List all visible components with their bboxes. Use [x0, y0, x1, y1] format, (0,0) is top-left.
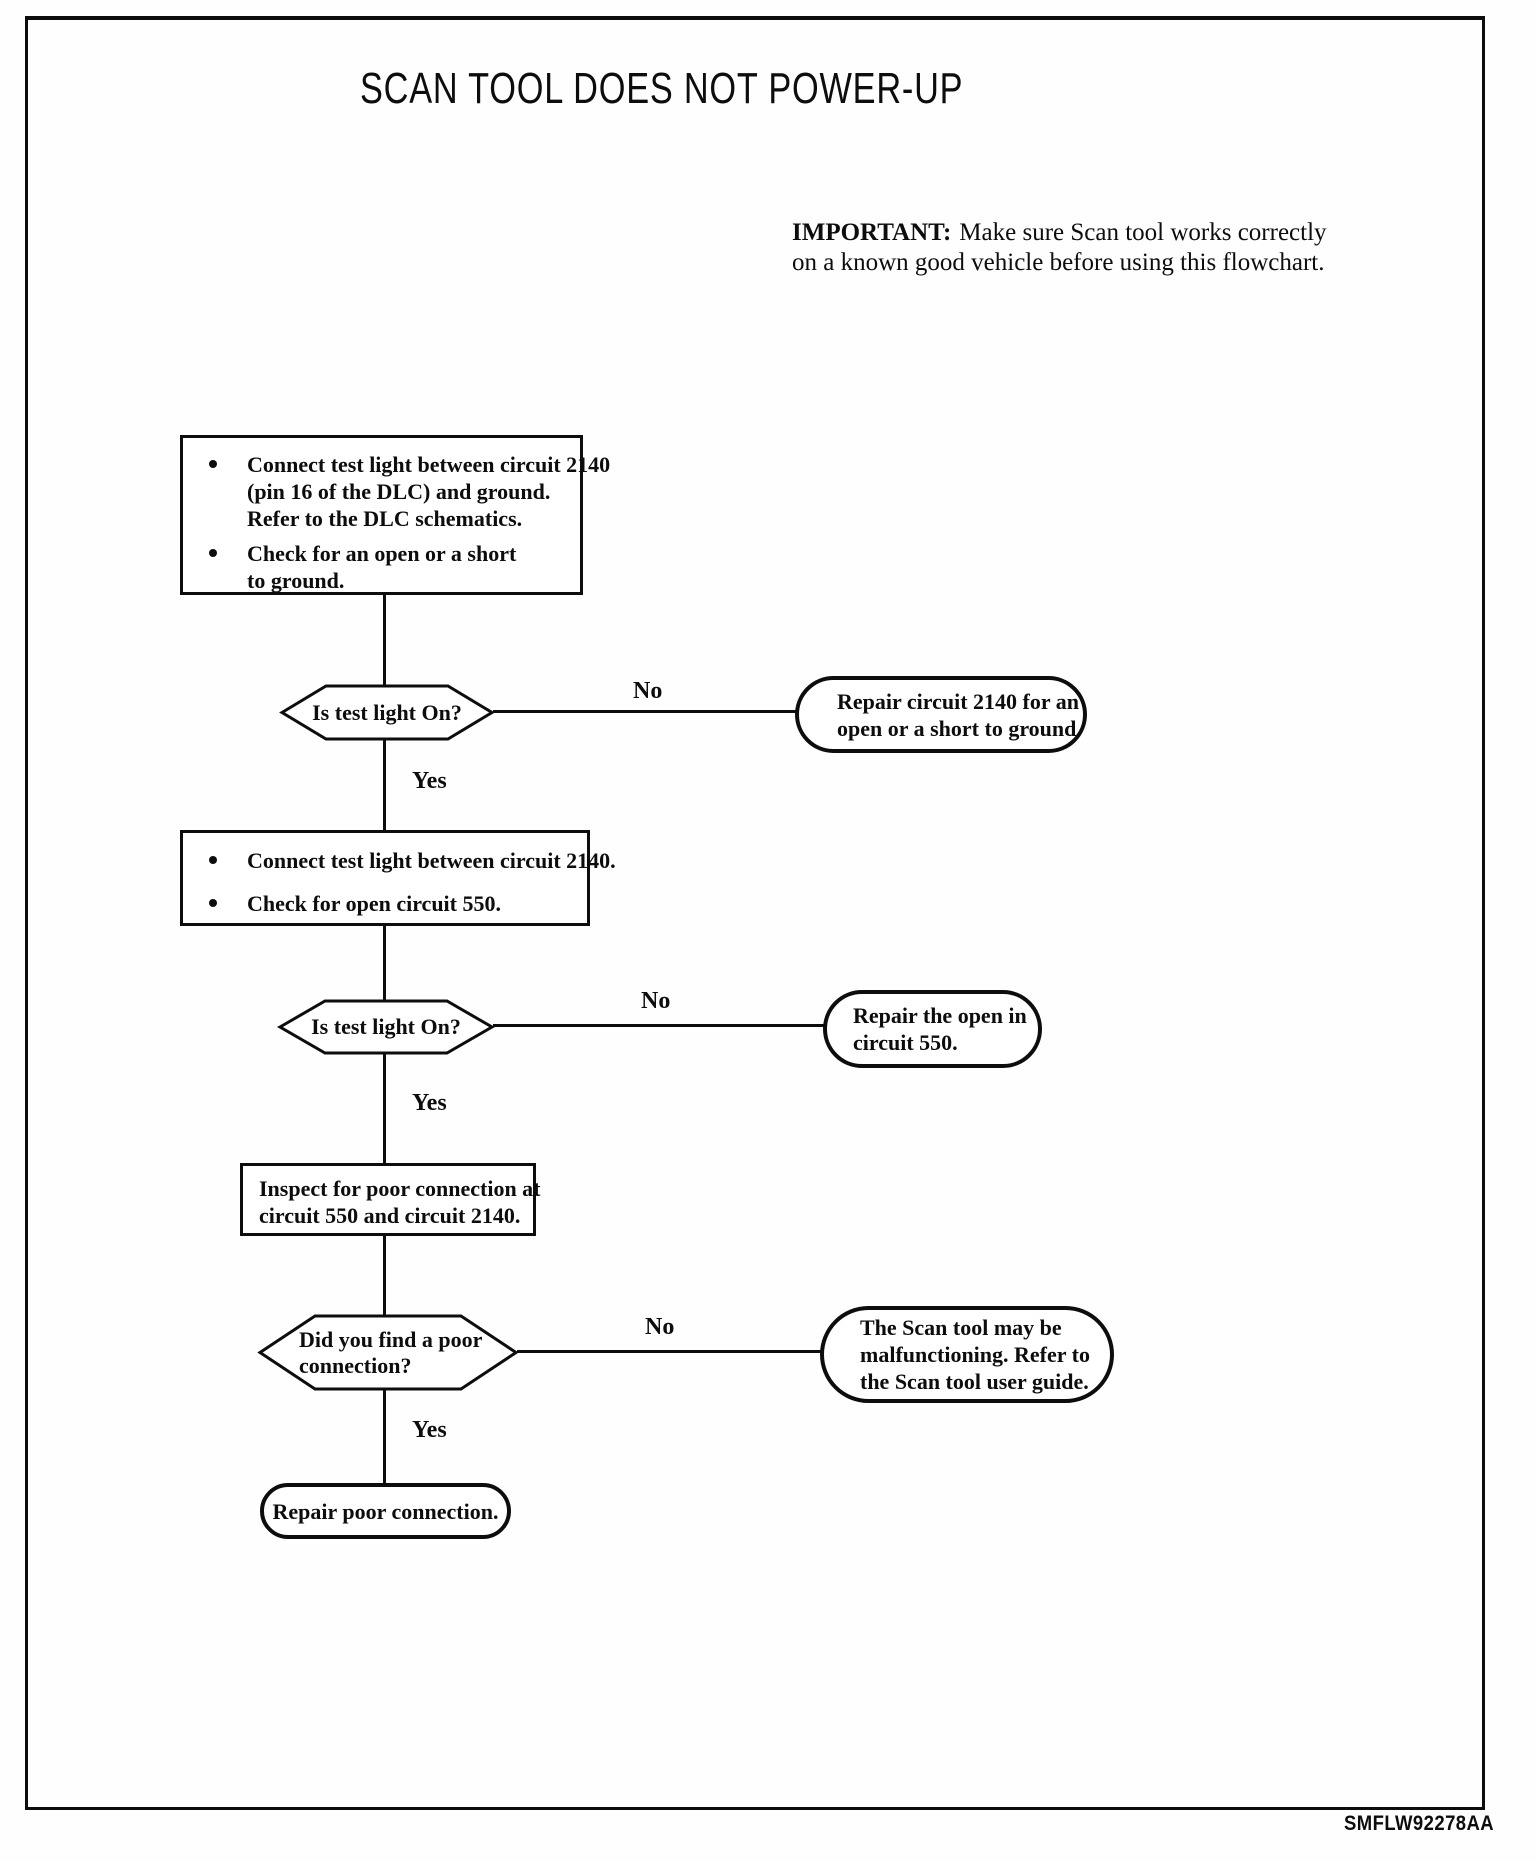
no-label-1: No [633, 678, 663, 704]
connector-line [517, 1350, 822, 1353]
decision-3-question: Did you find a poor connection? [257, 1314, 519, 1391]
decision-3: Did you find a poor connection? [257, 1314, 519, 1391]
process-2-bullet-2-line-1: Check for open circuit 550. [247, 891, 501, 916]
terminal-repair-circuit-2140: Repair circuit 2140 for an open or a sho… [795, 676, 1087, 753]
yes-label-1: Yes [412, 768, 447, 794]
terminal-repair-open-circuit-550: Repair the open in circuit 550. [823, 990, 1042, 1068]
connector-line [383, 1235, 386, 1316]
process-2-bullet-1: Connect test light between circuit 2140. [209, 847, 616, 874]
process-2-bullet-2: Check for open circuit 550. [209, 890, 587, 917]
terminal-2-line-2: circuit 550. [853, 1030, 958, 1055]
page-border-frame [25, 16, 1485, 1810]
important-text-line1: Make sure Scan tool works correctly [959, 219, 1327, 246]
yes-label-2: Yes [412, 1090, 447, 1116]
process-1-bullet-1: Connect test light between circuit 2140 … [209, 451, 610, 532]
bullet-icon [209, 460, 217, 468]
process-box-3: Inspect for poor connection at circuit 5… [240, 1163, 541, 1236]
process-box-2: Connect test light between circuit 2140.… [180, 830, 616, 926]
process-1-bullet-2-line-1: Check for an open or a short [247, 541, 517, 566]
decision-3-line-2: connection? [299, 1352, 412, 1378]
process-2-bullet-1-line-1: Connect test light between circuit 2140. [247, 848, 616, 873]
terminal-3-line-3: the Scan tool user guide. [860, 1369, 1089, 1394]
decision-3-line-1: Did you find a poor [299, 1326, 483, 1352]
process-1-bullet-1-line-2: (pin 16 of the DLC) and ground. [247, 479, 551, 504]
process-1-bullet-2: Check for an open or a short to ground. [209, 540, 580, 594]
connector-line [383, 1389, 386, 1483]
bullet-icon [209, 899, 217, 907]
terminal-2-line-1: Repair the open in [853, 1003, 1027, 1028]
process-box-1: Connect test light between circuit 2140 … [180, 435, 610, 595]
terminal-3-line-1: The Scan tool may be [860, 1315, 1062, 1340]
terminal-1-line-2: open or a short to ground. [837, 715, 1082, 741]
process-1-bullet-2-line-2: to ground. [247, 568, 345, 593]
no-label-3: No [645, 1314, 675, 1340]
important-text-line2: on a known good vehicle before using thi… [792, 249, 1325, 276]
connector-line [383, 925, 386, 1001]
footer-document-code: SMFLW92278AA [1344, 1812, 1495, 1835]
connector-line [383, 594, 386, 686]
decision-hexagon-shape [277, 999, 495, 1055]
decision-2: Is test light On? [277, 999, 495, 1055]
decision-hexagon-shape [279, 684, 495, 741]
decision-1-question: Is test light On? [312, 699, 462, 725]
bullet-icon [209, 856, 217, 864]
connector-line [383, 1053, 386, 1163]
terminal-scan-tool-malfunctioning: The Scan tool may be malfunctioning. Ref… [820, 1306, 1114, 1403]
important-label: IMPORTANT: [792, 219, 952, 246]
process-1-bullet-1-line-1: Connect test light between circuit 2140 [247, 452, 611, 477]
yes-label-3: Yes [412, 1417, 447, 1443]
important-note: IMPORTANT: Make sure Scan tool works corr… [792, 218, 1402, 278]
connector-line [493, 710, 797, 713]
bullet-icon [209, 549, 217, 557]
terminal-3-line-2: malfunctioning. Refer to [860, 1342, 1090, 1367]
connector-line [493, 1024, 825, 1027]
connector-line [383, 739, 386, 832]
terminal-repair-poor-connection: Repair poor connection. [260, 1483, 511, 1539]
page-title: SCAN TOOL DOES NOT POWER-UP [360, 64, 964, 113]
process-3-line-2: circuit 550 and circuit 2140. [259, 1203, 521, 1228]
process-3-line-1: Inspect for poor connection at [259, 1176, 541, 1201]
no-label-2: No [641, 988, 671, 1014]
process-1-bullet-1-line-3: Refer to the DLC schematics. [247, 506, 523, 531]
terminal-1-line-1: Repair circuit 2140 for an [837, 688, 1079, 714]
decision-hexagon-shape [257, 1314, 519, 1391]
decision-1: Is test light On? [279, 684, 495, 741]
decision-2-question: Is test light On? [311, 1014, 461, 1039]
terminal-4-line-1: Repair poor connection. [272, 1498, 499, 1524]
